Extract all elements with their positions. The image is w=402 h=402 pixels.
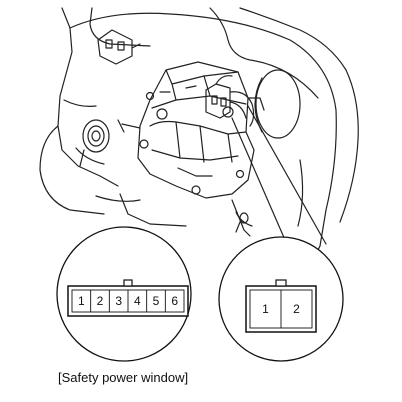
leader-lines — [231, 105, 327, 257]
mounting-bolt — [235, 212, 249, 233]
grommet — [79, 119, 110, 167]
pin-number-6: 6 — [171, 294, 178, 308]
diagram-caption: [Safety power window] — [58, 370, 189, 385]
pin-number-1: 1 — [78, 294, 85, 308]
window-motor — [117, 61, 265, 199]
motor-connector — [205, 75, 255, 127]
pin-number-4: 4 — [134, 294, 141, 308]
pin-number-5: 5 — [153, 294, 160, 308]
pin-number-3: 3 — [115, 294, 122, 308]
pin-number-2: 2 — [293, 302, 300, 316]
pin-number-2: 2 — [97, 294, 104, 308]
door-connector-top-left — [97, 29, 141, 65]
pin-number-1: 1 — [262, 302, 269, 316]
